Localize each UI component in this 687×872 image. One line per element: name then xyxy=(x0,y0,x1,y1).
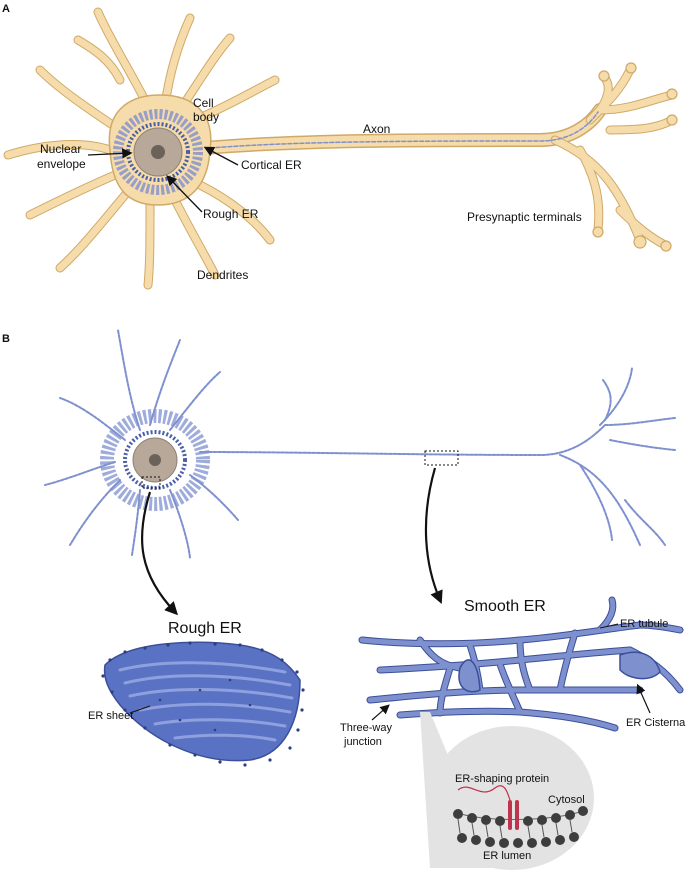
smooth-er-cisterna-1 xyxy=(458,659,481,693)
smooth-er-cisterna-2 xyxy=(619,651,661,680)
arrow-to-smooth-er xyxy=(424,467,443,605)
nucleolus-b xyxy=(149,454,161,466)
label-er-cisterna: ER Cisterna xyxy=(626,717,686,729)
arrow-to-rough-er xyxy=(140,491,179,616)
label-presynaptic-terminals: Presynaptic terminals xyxy=(467,210,582,224)
panel-b-neuron-er xyxy=(44,329,676,559)
label-nuclear-envelope-1: Nuclear xyxy=(40,142,81,156)
panel-a-soma xyxy=(108,94,212,206)
inset-bubble xyxy=(430,726,594,870)
er-shaping-protein-icon xyxy=(508,800,512,830)
panel-a-letter: A xyxy=(2,3,10,15)
label-axon: Axon xyxy=(363,122,390,136)
label-dendrites: Dendrites xyxy=(197,268,248,282)
rough-er-illustration xyxy=(101,641,305,767)
synaptic-bouton-icon xyxy=(625,62,637,74)
label-rough-er-a: Rough ER xyxy=(203,207,259,221)
label-three-way-1: Three-way xyxy=(340,722,392,734)
label-cytosol: Cytosol xyxy=(548,794,585,806)
label-nuclear-envelope-2: envelope xyxy=(37,157,86,171)
label-cell-body-1: Cell xyxy=(193,96,214,110)
rough-er-selection-box xyxy=(141,476,161,489)
label-three-way-2: junction xyxy=(343,736,382,748)
nucleolus xyxy=(151,145,165,159)
three-way-arrow xyxy=(371,704,390,721)
er-sheet-leader xyxy=(129,705,151,714)
smooth-er-selection-box xyxy=(424,450,459,466)
smooth-er-network-fill xyxy=(359,597,683,731)
panel-b: B xyxy=(2,329,686,870)
title-smooth-er: Smooth ER xyxy=(464,598,546,615)
panel-b-soma xyxy=(100,409,210,511)
panel-a-axon xyxy=(198,62,678,252)
synaptic-bouton-icon xyxy=(666,88,678,100)
synaptic-bouton-icon xyxy=(633,235,647,249)
synaptic-bouton-icon xyxy=(666,114,678,126)
synaptic-bouton-icon xyxy=(660,240,672,252)
label-er-sheet: ER sheet xyxy=(88,710,133,722)
er-tubule-leader xyxy=(599,623,619,629)
lipid-bilayer xyxy=(453,785,588,848)
er-cisterna-arrow xyxy=(636,683,651,714)
synaptic-bouton-icon xyxy=(592,226,604,238)
label-er-shaping-protein: ER-shaping protein xyxy=(455,773,549,785)
panel-a-arrows xyxy=(87,146,239,213)
title-rough-er: Rough ER xyxy=(168,620,242,637)
synaptic-bouton-icon xyxy=(598,70,610,82)
label-cell-body-2: body xyxy=(193,110,219,124)
label-er-tubule: ER tubule xyxy=(620,618,668,630)
panel-b-letter: B xyxy=(2,333,10,345)
label-cortical-er: Cortical ER xyxy=(241,158,302,172)
label-er-lumen: ER lumen xyxy=(483,850,531,862)
panel-a: A xyxy=(2,3,678,290)
